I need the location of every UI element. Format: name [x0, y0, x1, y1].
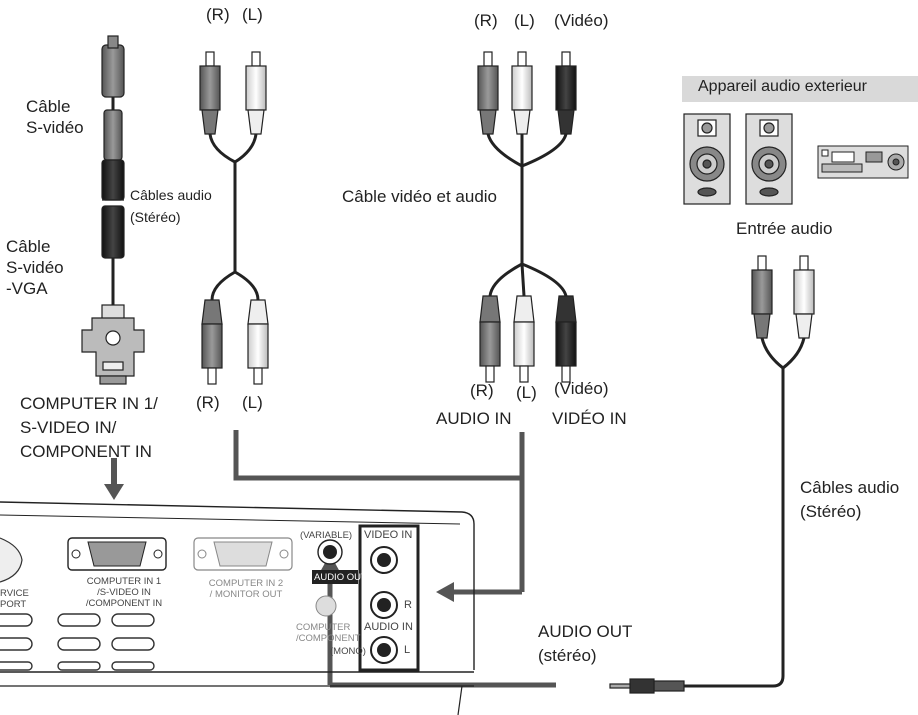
projector-panel	[0, 501, 475, 715]
speaker-right-icon	[745, 113, 793, 205]
arrow-to-computer-in	[104, 458, 124, 500]
amplifier-icon	[817, 145, 909, 179]
audio-in-l-jack	[370, 636, 398, 664]
panel-service-port: RVICE PORT	[0, 588, 29, 610]
video-audio-cable	[477, 51, 577, 383]
label-computer-in-block: COMPUTER IN 1/ S-VIDEO IN/ COMPONENT IN	[20, 394, 158, 461]
video-in-jack	[370, 546, 398, 574]
label-audio-in: AUDIO IN	[436, 409, 512, 428]
label-audio-input: Entrée audio	[736, 219, 833, 238]
label-video-in: VIDÉO IN	[552, 409, 627, 428]
panel-variable: (VARIABLE)	[300, 530, 353, 541]
external-audio-banner: Appareil audio exterieur	[682, 76, 918, 102]
panel-l: L	[404, 644, 411, 656]
panel-audio-out: AUDIO OUT	[314, 572, 367, 583]
panel-computer-in-1: COMPUTER IN 1 /S-VIDEO IN /COMPONENT IN	[85, 576, 163, 609]
label-l-bottom-left: (L)	[242, 393, 263, 412]
label-r-top-left: (R)	[206, 5, 230, 24]
label-cables-audio-left: Câbles audio (Stéréo)	[130, 187, 212, 225]
label-l-top-mid: (L)	[514, 11, 535, 30]
speaker-left-icon	[683, 113, 731, 205]
label-cable-video-audio: Câble vidéo et audio	[342, 187, 498, 206]
panel-video-in: VIDEO IN	[364, 529, 413, 541]
label-r-bottom-mid: (R)	[470, 381, 494, 400]
label-cable-svideo-vga: Câble S-vidéo -VGA	[6, 237, 64, 298]
panel-computer-component: COMPUTER /COMPONENT	[296, 622, 361, 644]
label-cables-audio-right: Câbles audio (Stéréo)	[800, 478, 900, 521]
label-cable-svideo: Câble S-vidéo	[26, 97, 84, 137]
panel-r: R	[404, 599, 412, 611]
panel-mono: (MONO)	[330, 646, 366, 657]
svideo-cable	[81, 35, 145, 385]
connection-lines	[233, 430, 556, 688]
label-l-bottom-mid: (L)	[516, 383, 537, 402]
label-r-top-mid: (R)	[474, 11, 498, 30]
label-video-top-mid: (Vidéo)	[554, 11, 609, 30]
label-video-bottom-mid: (Vidéo)	[554, 379, 609, 398]
panel-computer-in-2: COMPUTER IN 2 / MONITOR OUT	[208, 578, 284, 600]
audio-in-r-jack	[370, 591, 398, 619]
arrow-to-video-in	[436, 582, 454, 602]
label-audio-out-stereo: AUDIO OUT (stéréo)	[538, 622, 633, 665]
audio-cable-left	[199, 51, 269, 385]
label-external-audio-device: Appareil audio exterieur	[698, 78, 867, 95]
audio-cable-right	[609, 255, 815, 694]
label-r-bottom-left: (R)	[196, 393, 220, 412]
panel-audio-in: AUDIO IN	[364, 621, 413, 633]
label-l-top-left: (L)	[242, 5, 263, 24]
